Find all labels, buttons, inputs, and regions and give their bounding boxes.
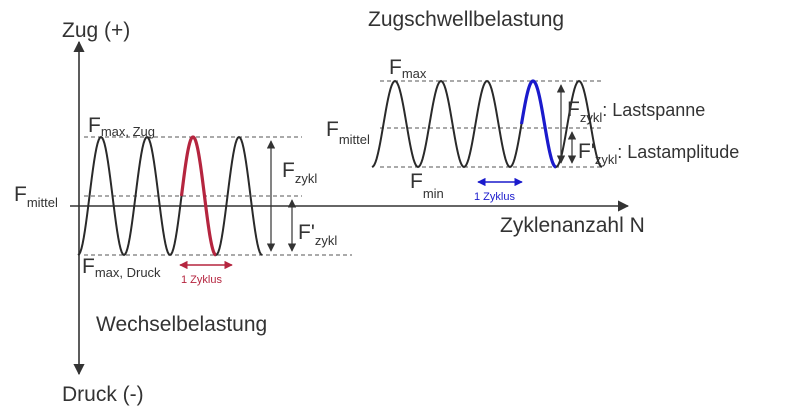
y-axis-top-label: Zug (+) bbox=[62, 19, 130, 42]
left-famp-label: F'zykl bbox=[298, 221, 337, 248]
right-diagram-title: Zugschwellbelastung bbox=[368, 8, 564, 31]
left-diagram: Fmax, Zug Fmittel Fmax, Druck Fzykl F'zy… bbox=[14, 114, 352, 336]
right-fmin-label: Fmin bbox=[410, 170, 444, 201]
right-fzykl-label: Fzykl: Lastspanne bbox=[567, 98, 705, 125]
left-diagram-title: Wechselbelastung bbox=[96, 313, 267, 336]
left-sine-wave bbox=[77, 135, 263, 257]
right-cycle-label: 1 Zyklus bbox=[474, 191, 515, 203]
left-fmin-label: Fmax, Druck bbox=[82, 255, 161, 280]
right-fmittel-label: Fmittel bbox=[326, 118, 370, 147]
left-cycle-label: 1 Zyklus bbox=[181, 274, 222, 286]
right-sine-wave bbox=[371, 79, 603, 169]
left-fzykl-label: Fzykl bbox=[282, 159, 317, 186]
right-famp-label: F'zykl: Lastamplitude bbox=[578, 140, 739, 167]
left-highlighted-cycle bbox=[179, 135, 217, 257]
y-axis-bottom-label: Druck (-) bbox=[62, 383, 144, 406]
left-fmax-label: Fmax, Zug bbox=[88, 114, 155, 139]
right-fmax-label: Fmax bbox=[389, 56, 427, 81]
axes: Zug (+) Druck (-) Zyklenanzahl N bbox=[62, 19, 645, 406]
right-highlighted-cycle bbox=[519, 79, 557, 169]
x-axis-label: Zyklenanzahl N bbox=[500, 214, 645, 237]
right-diagram: Zugschwellbelastung Fmax Fmittel Fmin Fz… bbox=[326, 8, 739, 203]
left-fmittel-label: Fmittel bbox=[14, 183, 58, 210]
